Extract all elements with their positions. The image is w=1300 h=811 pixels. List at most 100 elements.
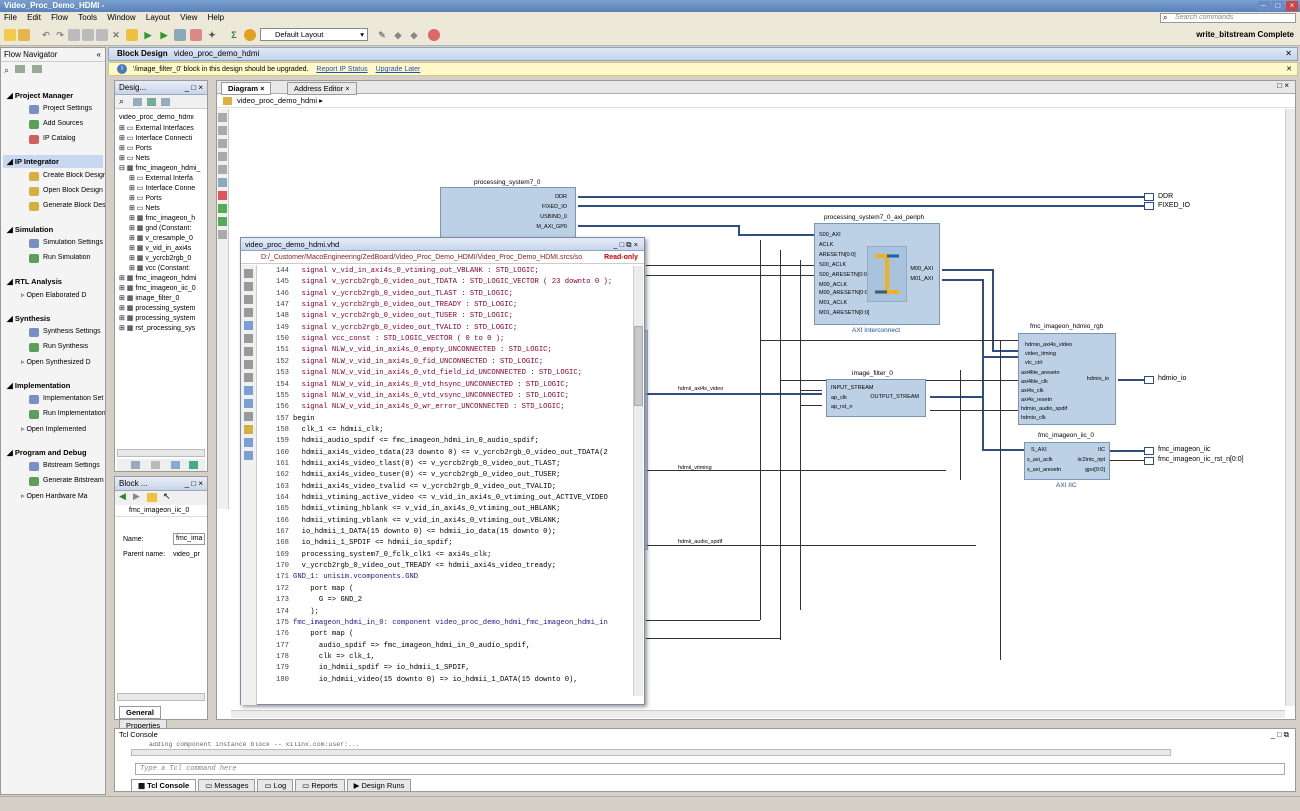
code-line[interactable]: 155 signal NLW_v_vid_in_axi4s_0_vtd_vsyn… — [257, 391, 631, 402]
tree-item[interactable]: ⊞ ▦ fmc_imageon_h — [129, 215, 196, 222]
sigma-icon[interactable]: Σ — [231, 30, 237, 40]
fit-selection-icon[interactable] — [218, 165, 227, 174]
wire-hdmii-audio-spdif[interactable] — [646, 545, 976, 546]
window-controls[interactable]: _ □ ⧉ × — [613, 240, 638, 249]
cut-icon[interactable] — [96, 29, 108, 41]
code-body[interactable]: 144 signal v_vid_in_axi4s_0_vtiming_out_… — [257, 266, 631, 696]
code-line[interactable]: 168 io_hdmii_1_SPDIF <= hdmii_io_spdif; — [257, 538, 631, 549]
tree-item[interactable]: ⊞ ▦ v_ycrcb2rgb_0 — [129, 255, 192, 262]
port-vtc-ctrl[interactable]: vtc_ctrl — [1025, 360, 1043, 366]
search-icon[interactable]: ⌕ — [4, 65, 10, 75]
tree-item[interactable]: ⊞ ▦ processing_system — [119, 315, 196, 322]
nav-run-simulation[interactable]: Run Simulation — [43, 254, 91, 261]
code-line[interactable]: 148 signal v_ycrcb2rgb_0_video_out_TUSER… — [257, 311, 631, 322]
nav-section-implementation[interactable]: ◢ Implementation — [7, 381, 71, 390]
nav-open-block-design[interactable]: Open Block Design — [43, 187, 103, 194]
code-line[interactable]: 149 signal v_ycrcb2rgb_0_video_out_TVALI… — [257, 323, 631, 334]
menu-flow[interactable]: Flow — [51, 13, 69, 22]
nav-section-ip-integrator[interactable]: ◢ IP Integrator — [7, 157, 59, 166]
image-filter-block[interactable]: INPUT_STREAM ap_clk ap_rst_n OUTPUT_STRE… — [826, 379, 926, 417]
tree-item[interactable]: ⊞ ▦ vcc (Constant: — [129, 265, 191, 272]
code-line[interactable]: 159 hdmii_audio_spdif <= fmc_imageon_hdm… — [257, 436, 631, 447]
code-line[interactable]: 161 hdmii_axi4s_video_tlast(0) <= v_ycrc… — [257, 459, 631, 470]
wire-iic-rst[interactable] — [1110, 460, 1146, 461]
nav-section-synthesis[interactable]: ◢ Synthesis — [7, 314, 51, 323]
menu-file[interactable]: File — [4, 13, 17, 22]
menu-help[interactable]: Help — [207, 13, 225, 22]
port-s00-aresetn[interactable]: S00_ARESETN[0:0] — [819, 272, 869, 278]
tree-item[interactable]: ⊞ ▦ v_cresample_0 — [129, 235, 193, 242]
port-fixed-io[interactable]: FIXED_IO — [541, 204, 567, 210]
forward-icon[interactable]: ▶ — [133, 491, 140, 501]
nav-section-simulation[interactable]: ◢ Simulation — [7, 225, 54, 234]
port-s-axi[interactable]: S_AXI — [1031, 447, 1047, 453]
wire-m01-axi[interactable] — [942, 279, 982, 281]
indent-icon[interactable] — [244, 386, 253, 395]
tree-item[interactable]: ⊞ ▭ Ports — [119, 145, 152, 152]
port-axi4lite-aresetn[interactable]: axi4lite_aresetn — [1021, 370, 1060, 376]
new-project-icon[interactable] — [4, 29, 16, 41]
wire-m-axi-gp0[interactable] — [578, 225, 738, 227]
port-hdmio-audio-spdif[interactable]: hdmio_audio_spdif — [1021, 406, 1068, 412]
paste-icon[interactable] — [82, 29, 94, 41]
tools-icon[interactable]: ✦ — [208, 30, 216, 40]
paste-icon[interactable] — [244, 295, 253, 304]
run-icon[interactable] — [126, 29, 138, 41]
tab-address-editor[interactable]: Address Editor × — [287, 82, 357, 95]
nav-implementation-settings[interactable]: Implementation Set — [43, 395, 104, 402]
tree-item[interactable]: ⊞ ▦ fmc_imageon_iic_0 — [119, 285, 196, 292]
cut-icon[interactable] — [244, 308, 253, 317]
properties-icon[interactable] — [147, 493, 157, 502]
tab-messages[interactable]: ▭ Messages — [198, 779, 256, 792]
code-line[interactable]: 162 hdmii_axi4s_video_tuser(0) <= v_ycrc… — [257, 470, 631, 481]
expand-all-icon[interactable] — [147, 98, 156, 106]
nav-ip-catalog[interactable]: IP Catalog — [43, 135, 76, 142]
code-line[interactable]: 165 hdmii_vtiming_hblank <= v_vid_in_axi… — [257, 504, 631, 515]
code-line[interactable]: 160 hdmii_axi4s_video_tdata(23 downto 0)… — [257, 448, 631, 459]
close-icon[interactable]: × — [1286, 1, 1298, 11]
play-icon[interactable]: ▶ — [144, 30, 152, 40]
vertical-scrollbar[interactable] — [1285, 109, 1295, 706]
menu-tools[interactable]: Tools — [78, 13, 97, 22]
nav-bitstream-settings[interactable]: Bitstream Settings — [43, 462, 100, 469]
goto-icon[interactable] — [244, 438, 253, 447]
port-hdmio-clk[interactable]: hdmio_clk — [1021, 415, 1046, 421]
menu-view[interactable]: View — [180, 13, 198, 22]
save-icon[interactable] — [244, 269, 253, 278]
code-line[interactable]: 173 G => GND_2 — [257, 595, 631, 606]
code-line[interactable]: 174 ); — [257, 607, 631, 618]
layout-select[interactable]: Default Layout ▾ — [260, 28, 368, 41]
port-axi4lite-clk[interactable]: axi4lite_clk — [1021, 379, 1048, 385]
play-step-icon[interactable]: ▶ — [160, 30, 168, 40]
code-line[interactable]: 150 signal vcc_const : STD_LOGIC_VECTOR … — [257, 334, 631, 345]
program-icon[interactable] — [174, 29, 186, 41]
close-icon[interactable]: ✕ — [1286, 66, 1292, 73]
wire-m00-axi[interactable] — [942, 269, 992, 271]
nav-project-settings[interactable]: Project Settings — [43, 105, 93, 112]
open-project-icon[interactable] — [18, 29, 30, 41]
tree-item[interactable]: ⊟ ▦ fmc_imageon_hdmi_ — [119, 165, 201, 172]
redo-icon[interactable] — [244, 347, 253, 356]
code-line[interactable]: 179 io_hdmii_spdif => io_hdmii_1_SPDIF, — [257, 663, 631, 674]
iic-block[interactable]: S_AXI s_axi_aclk s_axi_aresetn IIC iic2i… — [1024, 442, 1110, 480]
nav-add-sources[interactable]: Add Sources — [43, 120, 84, 127]
nav-open-hardware[interactable]: ▹ Open Hardware Ma — [21, 493, 88, 500]
nav-section-program-debug[interactable]: ◢ Program and Debug — [7, 448, 87, 457]
signals-tab-icon[interactable] — [171, 461, 180, 469]
back-icon[interactable]: ◀ — [119, 491, 126, 501]
panel-controls[interactable]: _ □ ⧉ — [1270, 730, 1289, 739]
port-input-stream[interactable]: INPUT_STREAM — [831, 385, 874, 391]
ext-port-fmc-iic[interactable]: fmc_imageon_iic — [1158, 446, 1211, 453]
code-line[interactable]: 167 io_hdmii_1_DATA(15 downto 0) <= hdmi… — [257, 527, 631, 538]
ext-port-fmc-iic-rst[interactable]: fmc_imageon_iic_rst_n[0:0] — [1158, 456, 1244, 463]
search-icon[interactable]: ⌕ — [119, 96, 125, 106]
undo-icon[interactable] — [244, 334, 253, 343]
copy-icon[interactable] — [244, 282, 253, 291]
code-line[interactable]: 163 hdmii_axi4s_video_tvalid <= v_ycrcb2… — [257, 482, 631, 493]
window-controls[interactable]: – □ × — [1257, 1, 1298, 11]
code-line[interactable]: 164 hdmii_vtiming_active_video <= v_vid_… — [257, 493, 631, 504]
port-m01-aresetn[interactable]: M01_ARESETN[0:0] — [819, 310, 870, 316]
menu-edit[interactable]: Edit — [27, 13, 41, 22]
gear-icon[interactable] — [244, 29, 256, 41]
